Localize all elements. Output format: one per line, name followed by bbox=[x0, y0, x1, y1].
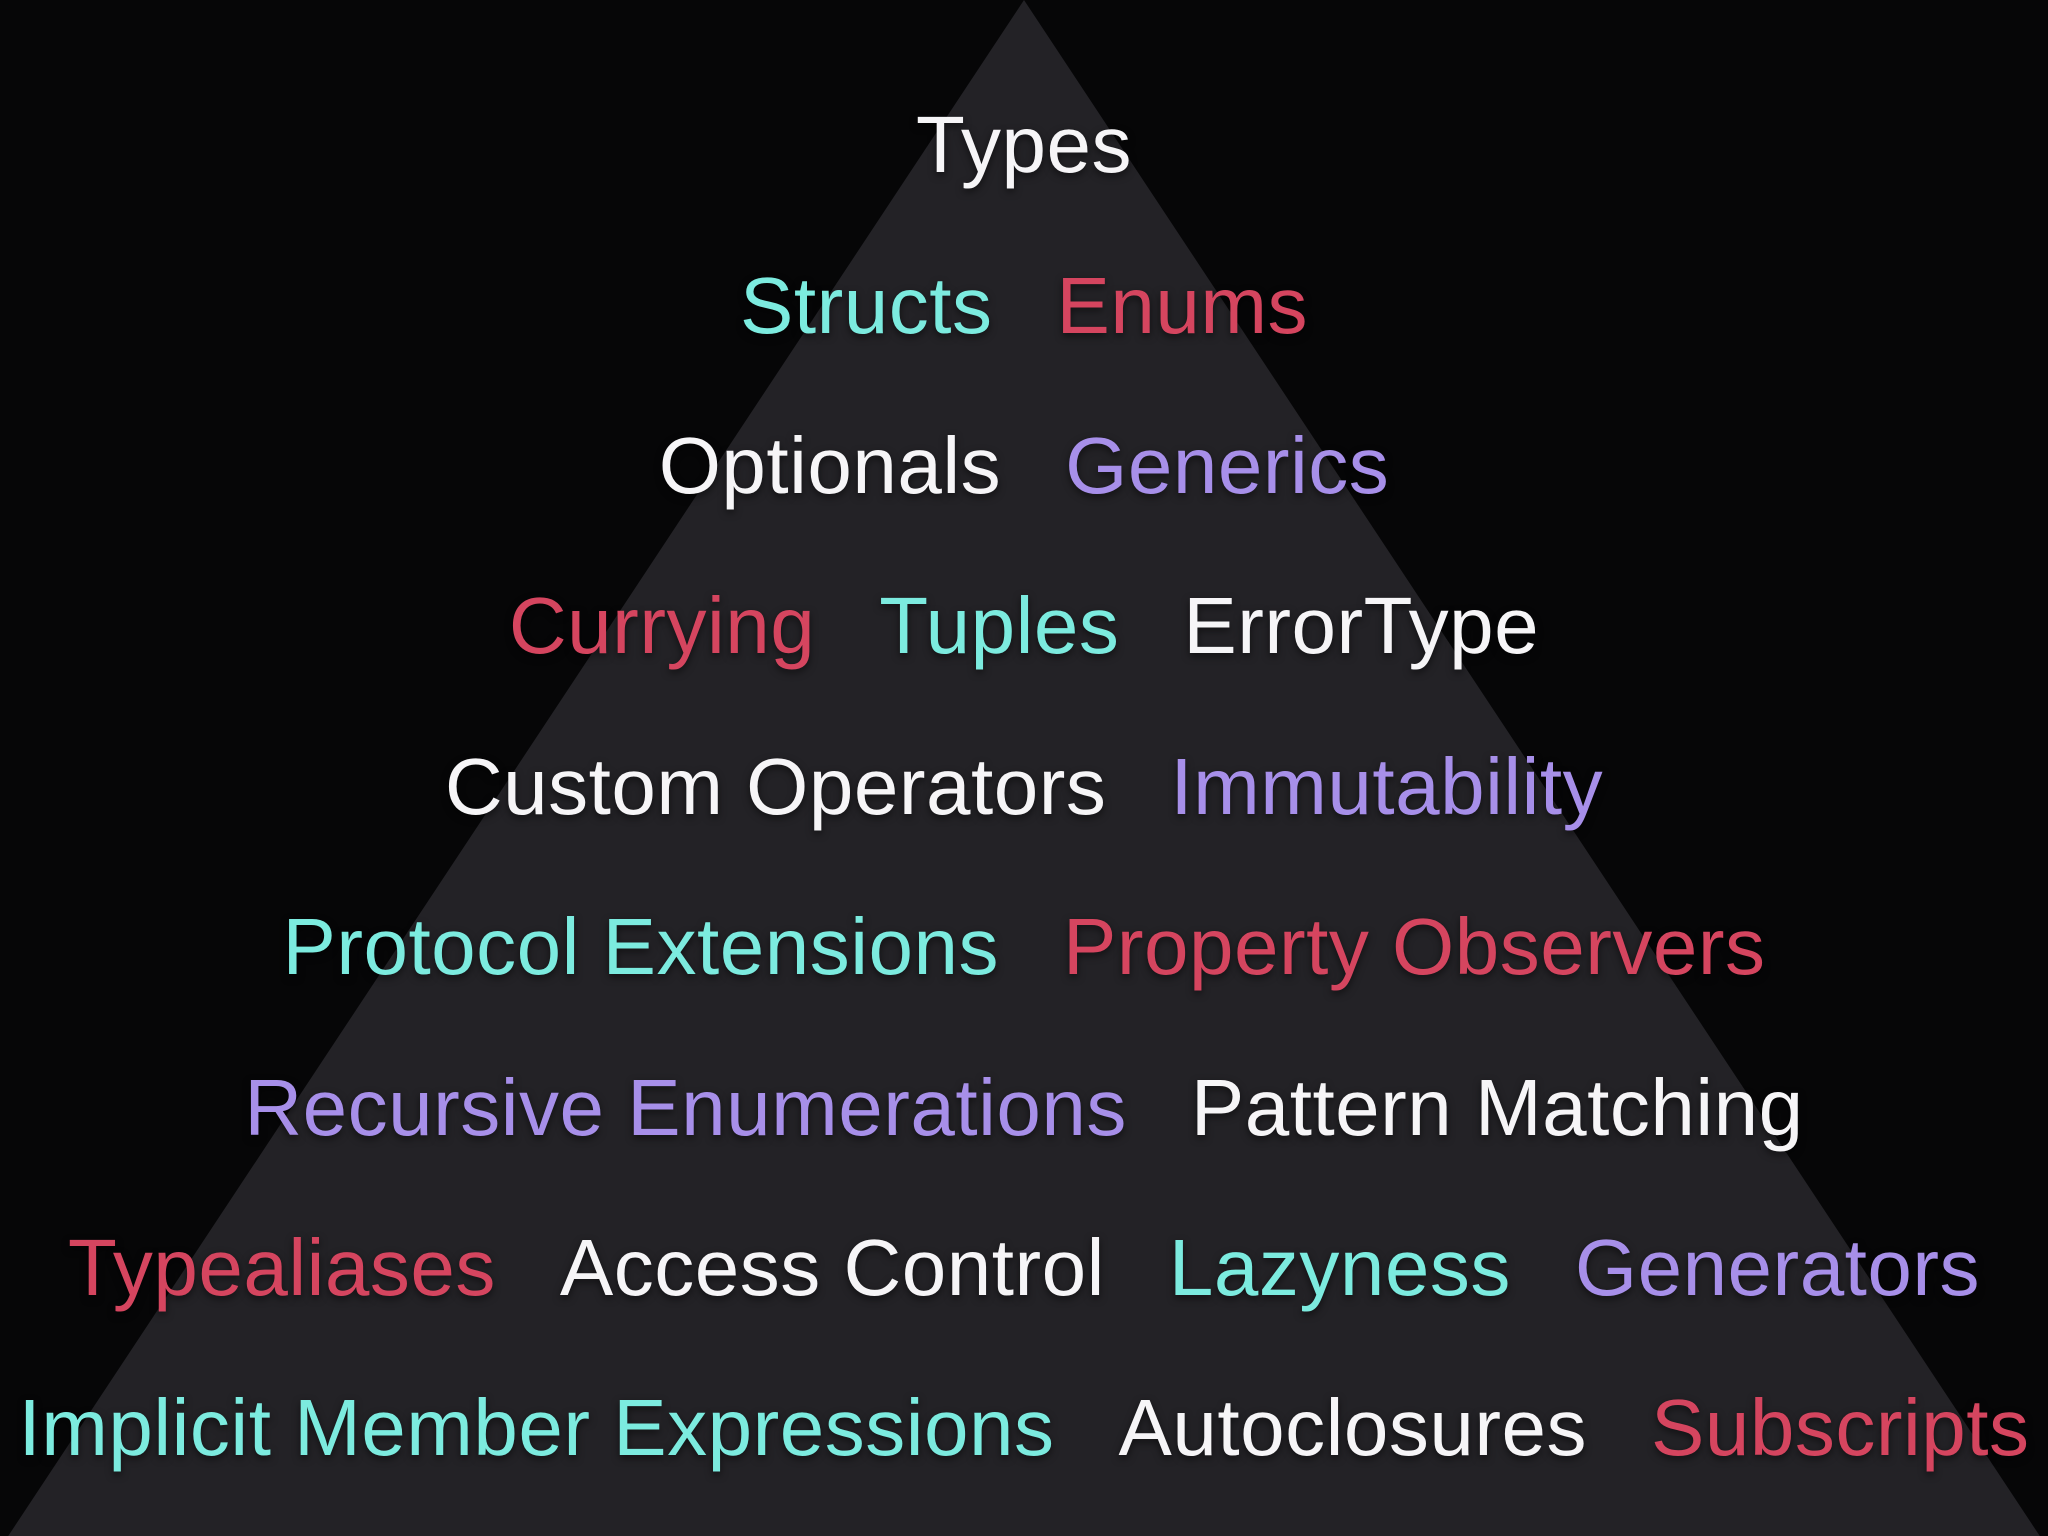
pyramid-row-4: Currying Tuples ErrorType bbox=[0, 546, 2048, 706]
pyramid-row-3: Optionals Generics bbox=[0, 386, 2048, 546]
concept-label-custom-operators: Custom Operators bbox=[444, 741, 1107, 831]
pyramid-row-5: Custom Operators Immutability bbox=[0, 707, 2048, 867]
pyramid-row-9: Implicit Member Expressions Autoclosures… bbox=[0, 1348, 2048, 1508]
concept-label-tuples: Tuples bbox=[879, 581, 1120, 671]
concept-label-enums: Enums bbox=[1056, 260, 1308, 350]
concept-label-recursive-enumerations: Recursive Enumerations bbox=[244, 1062, 1127, 1152]
concept-label-generators: Generators bbox=[1574, 1222, 1981, 1312]
pyramid-row-2: Structs Enums bbox=[0, 225, 2048, 385]
concept-label-optionals: Optionals bbox=[658, 420, 1002, 510]
pyramid-row-6: Protocol Extensions Property Observers bbox=[0, 867, 2048, 1027]
pyramid-row-8: Typealiases Access Control Lazyness Gene… bbox=[0, 1188, 2048, 1348]
pyramid-row-1: Types bbox=[0, 65, 2048, 225]
concept-label-immutability: Immutability bbox=[1170, 741, 1604, 831]
concept-label-structs: Structs bbox=[740, 260, 993, 350]
concept-label-errortype: ErrorType bbox=[1183, 581, 1540, 671]
concept-label-subscripts: Subscripts bbox=[1650, 1383, 2030, 1473]
pyramid-row-7: Recursive Enumerations Pattern Matching bbox=[0, 1027, 2048, 1187]
concept-label-access-control: Access Control bbox=[559, 1222, 1105, 1312]
concept-label-implicit-member-expressions: Implicit Member Expressions bbox=[18, 1383, 1055, 1473]
concept-label-property-observers: Property Observers bbox=[1062, 902, 1766, 992]
concept-label-currying: Currying bbox=[508, 581, 816, 671]
concept-label-pattern-matching: Pattern Matching bbox=[1190, 1062, 1804, 1152]
concept-label-lazyness: Lazyness bbox=[1168, 1222, 1511, 1312]
concept-label-generics: Generics bbox=[1065, 420, 1390, 510]
concept-label-types: Types bbox=[916, 100, 1132, 190]
concept-label-typealiases: Typealiases bbox=[67, 1222, 496, 1312]
concept-label-autoclosures: Autoclosures bbox=[1118, 1383, 1587, 1473]
concept-label-protocol-extensions: Protocol Extensions bbox=[282, 902, 999, 992]
